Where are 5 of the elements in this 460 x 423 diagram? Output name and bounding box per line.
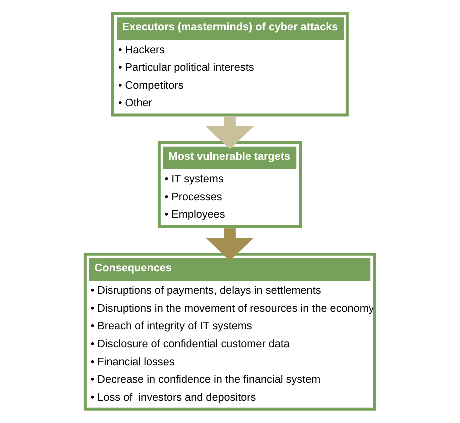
node-box: Consequences • Disruptions of payments, delays in settlements • Disruptions in the movement of resources in the economy • Breach of integrity of IT systems • Disclosure of confidential customer data • Financial losses • Decrease in confidence in the financial system • Loss of investors and depositors [84,252,376,411]
node-box: Executors (masterminds) of cyber attacks • Hackers • Particular political interests • Competitors • Other [111,12,349,117]
arrow [206,117,254,150]
arrow [206,228,254,261]
node-box: Most vulnerable targets • IT systems • Processes • Employees [158,141,302,228]
